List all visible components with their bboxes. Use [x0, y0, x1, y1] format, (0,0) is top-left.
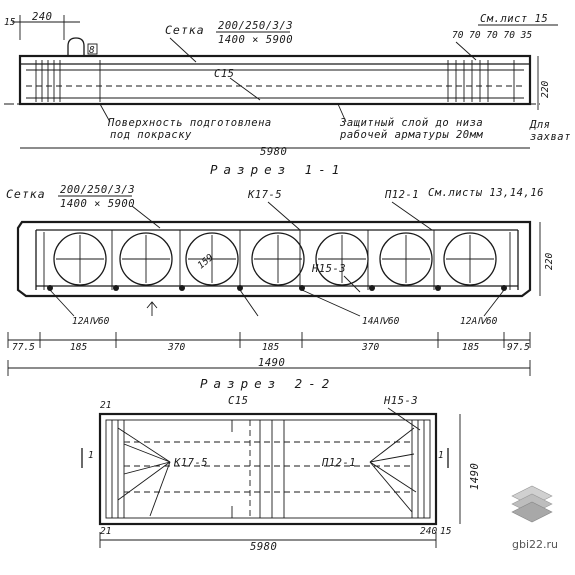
- marker-1-right: 1: [438, 450, 444, 461]
- dim-chain-1: 185: [70, 342, 87, 353]
- dim-chain-4: 370: [361, 342, 379, 353]
- void-circles: [53, 232, 497, 286]
- dim-220-top: 220: [540, 81, 551, 98]
- void-circle: [185, 232, 239, 286]
- label-n15: Н15-3: [311, 263, 346, 275]
- void-circle: [119, 232, 173, 286]
- label-21-top: 21: [100, 400, 111, 411]
- leader-surface: [99, 103, 111, 123]
- note-surface-2: под покраску: [110, 129, 192, 141]
- dim-chain-6: 97.5: [507, 342, 530, 353]
- leader-k17: [267, 201, 301, 231]
- setka-spec-bottom-2: 1400 × 5900: [60, 198, 135, 210]
- marker-1-left: 1: [88, 450, 94, 461]
- setka-spec-bottom: 1400 × 5900: [218, 34, 293, 46]
- label-c15-top: С15: [214, 68, 234, 80]
- dim-1490-sec2: 1490: [469, 463, 481, 490]
- label-k17-sec2: К17-5: [173, 457, 208, 469]
- leader-n15-sec2: [387, 407, 421, 431]
- void-circle: [379, 232, 433, 286]
- note-grip-1: Для: [529, 119, 550, 131]
- section-1-1: Разрез 1-1 Сетка 200/250/3/3 1400 × 5900…: [6, 162, 555, 376]
- label-p12-sec2: П12-1: [321, 457, 356, 469]
- label-sheets: См.листы 13,14,16: [428, 187, 544, 199]
- dim-15-sec2: 15: [440, 526, 452, 537]
- section-1-title: Разрез 1-1: [210, 162, 345, 177]
- setka-label-2: Сетка: [6, 187, 46, 201]
- dim-chain-3: 185: [262, 342, 279, 353]
- dim-8: 8: [89, 45, 95, 56]
- leader-setka-2: [131, 205, 161, 229]
- dim-total-1490: 1490: [258, 357, 285, 369]
- setka-spec-top-2: 200/250/3/3: [60, 184, 135, 196]
- note-cover-2: рабочей арматуры 20мм: [339, 129, 483, 141]
- note-grip-2: захват: [530, 131, 571, 143]
- leader-right: [455, 41, 477, 61]
- dim-chain-2: 370: [167, 342, 185, 353]
- section-2-title: Разрез 2-2: [200, 376, 335, 391]
- setka-spec-top: 200/250/3/3: [218, 20, 293, 32]
- dim-5980-top: 5980: [260, 146, 287, 158]
- lifting-loop-icon: [67, 37, 85, 56]
- plan-outline: [98, 412, 438, 526]
- rebar-dots: [47, 285, 507, 291]
- dim-15: 15: [4, 17, 16, 28]
- label-k17: К17-5: [247, 189, 282, 201]
- dim-chain-0: 77.5: [12, 342, 35, 353]
- watermark-logo: [511, 485, 553, 523]
- void-circle: [315, 232, 369, 286]
- leader-n15: [343, 275, 361, 293]
- leader-fan-right: [369, 427, 417, 513]
- void-circle: [53, 232, 107, 286]
- leader-p12: [391, 201, 433, 231]
- void-circle: [443, 232, 497, 286]
- note-surface-1: Поверхность подготовлена: [107, 117, 272, 129]
- dim-220-section: 220: [544, 253, 555, 270]
- label-12a-left: 12АⅣ60: [72, 316, 110, 327]
- dim-chain-5: 185: [462, 342, 479, 353]
- note-cover-1: Защитный слой до низа: [339, 117, 483, 129]
- dims-right: 70 70 70 70 35: [452, 30, 532, 41]
- stirrups-right: [447, 60, 515, 102]
- dim-240: 240: [32, 11, 52, 23]
- setka-label: Сетка: [165, 23, 205, 37]
- label-d159: 159: [196, 252, 216, 272]
- leader-cover: [337, 103, 347, 123]
- leader-12a-right: [483, 289, 505, 317]
- sm-list-label: См.лист 15: [480, 13, 548, 25]
- label-14a: 14АⅣ60: [362, 316, 400, 327]
- leader-14a-2: [239, 289, 259, 317]
- section-1-outline: [16, 220, 532, 298]
- dim-5980-sec2: 5980: [250, 541, 277, 553]
- leader-c15: [229, 77, 261, 101]
- label-n15-sec2: Н15-3: [383, 395, 418, 407]
- dim-chain-ticks: [7, 332, 531, 348]
- leader-12a-left: [49, 289, 75, 317]
- leader-fan-left: [117, 427, 171, 517]
- dim-240-sec2: 240: [420, 526, 437, 537]
- leader-14a: [301, 289, 361, 317]
- loop-dim-box: [87, 43, 98, 55]
- stirrups-left: [35, 60, 101, 102]
- label-12a-right: 12АⅣ60: [460, 316, 498, 327]
- dim-21-bottom: 21: [100, 526, 111, 537]
- void-circle: [251, 232, 305, 286]
- leader-setka: [169, 37, 197, 63]
- slab-outline-top: [18, 54, 532, 106]
- label-p12: П12-1: [384, 189, 419, 201]
- plan-inner: [105, 419, 431, 519]
- watermark-site: gbi22.ru: [512, 538, 558, 551]
- arrow-up-icon: [146, 301, 158, 316]
- section-2-2: Разрез 2-2 21 С15 Н15-3 К17-5: [81, 376, 481, 553]
- top-view: 15 240 8 Сетка 200/250/3/3 1400 × 5900 С…: [4, 11, 571, 158]
- label-c15-sec2: С15: [228, 395, 248, 407]
